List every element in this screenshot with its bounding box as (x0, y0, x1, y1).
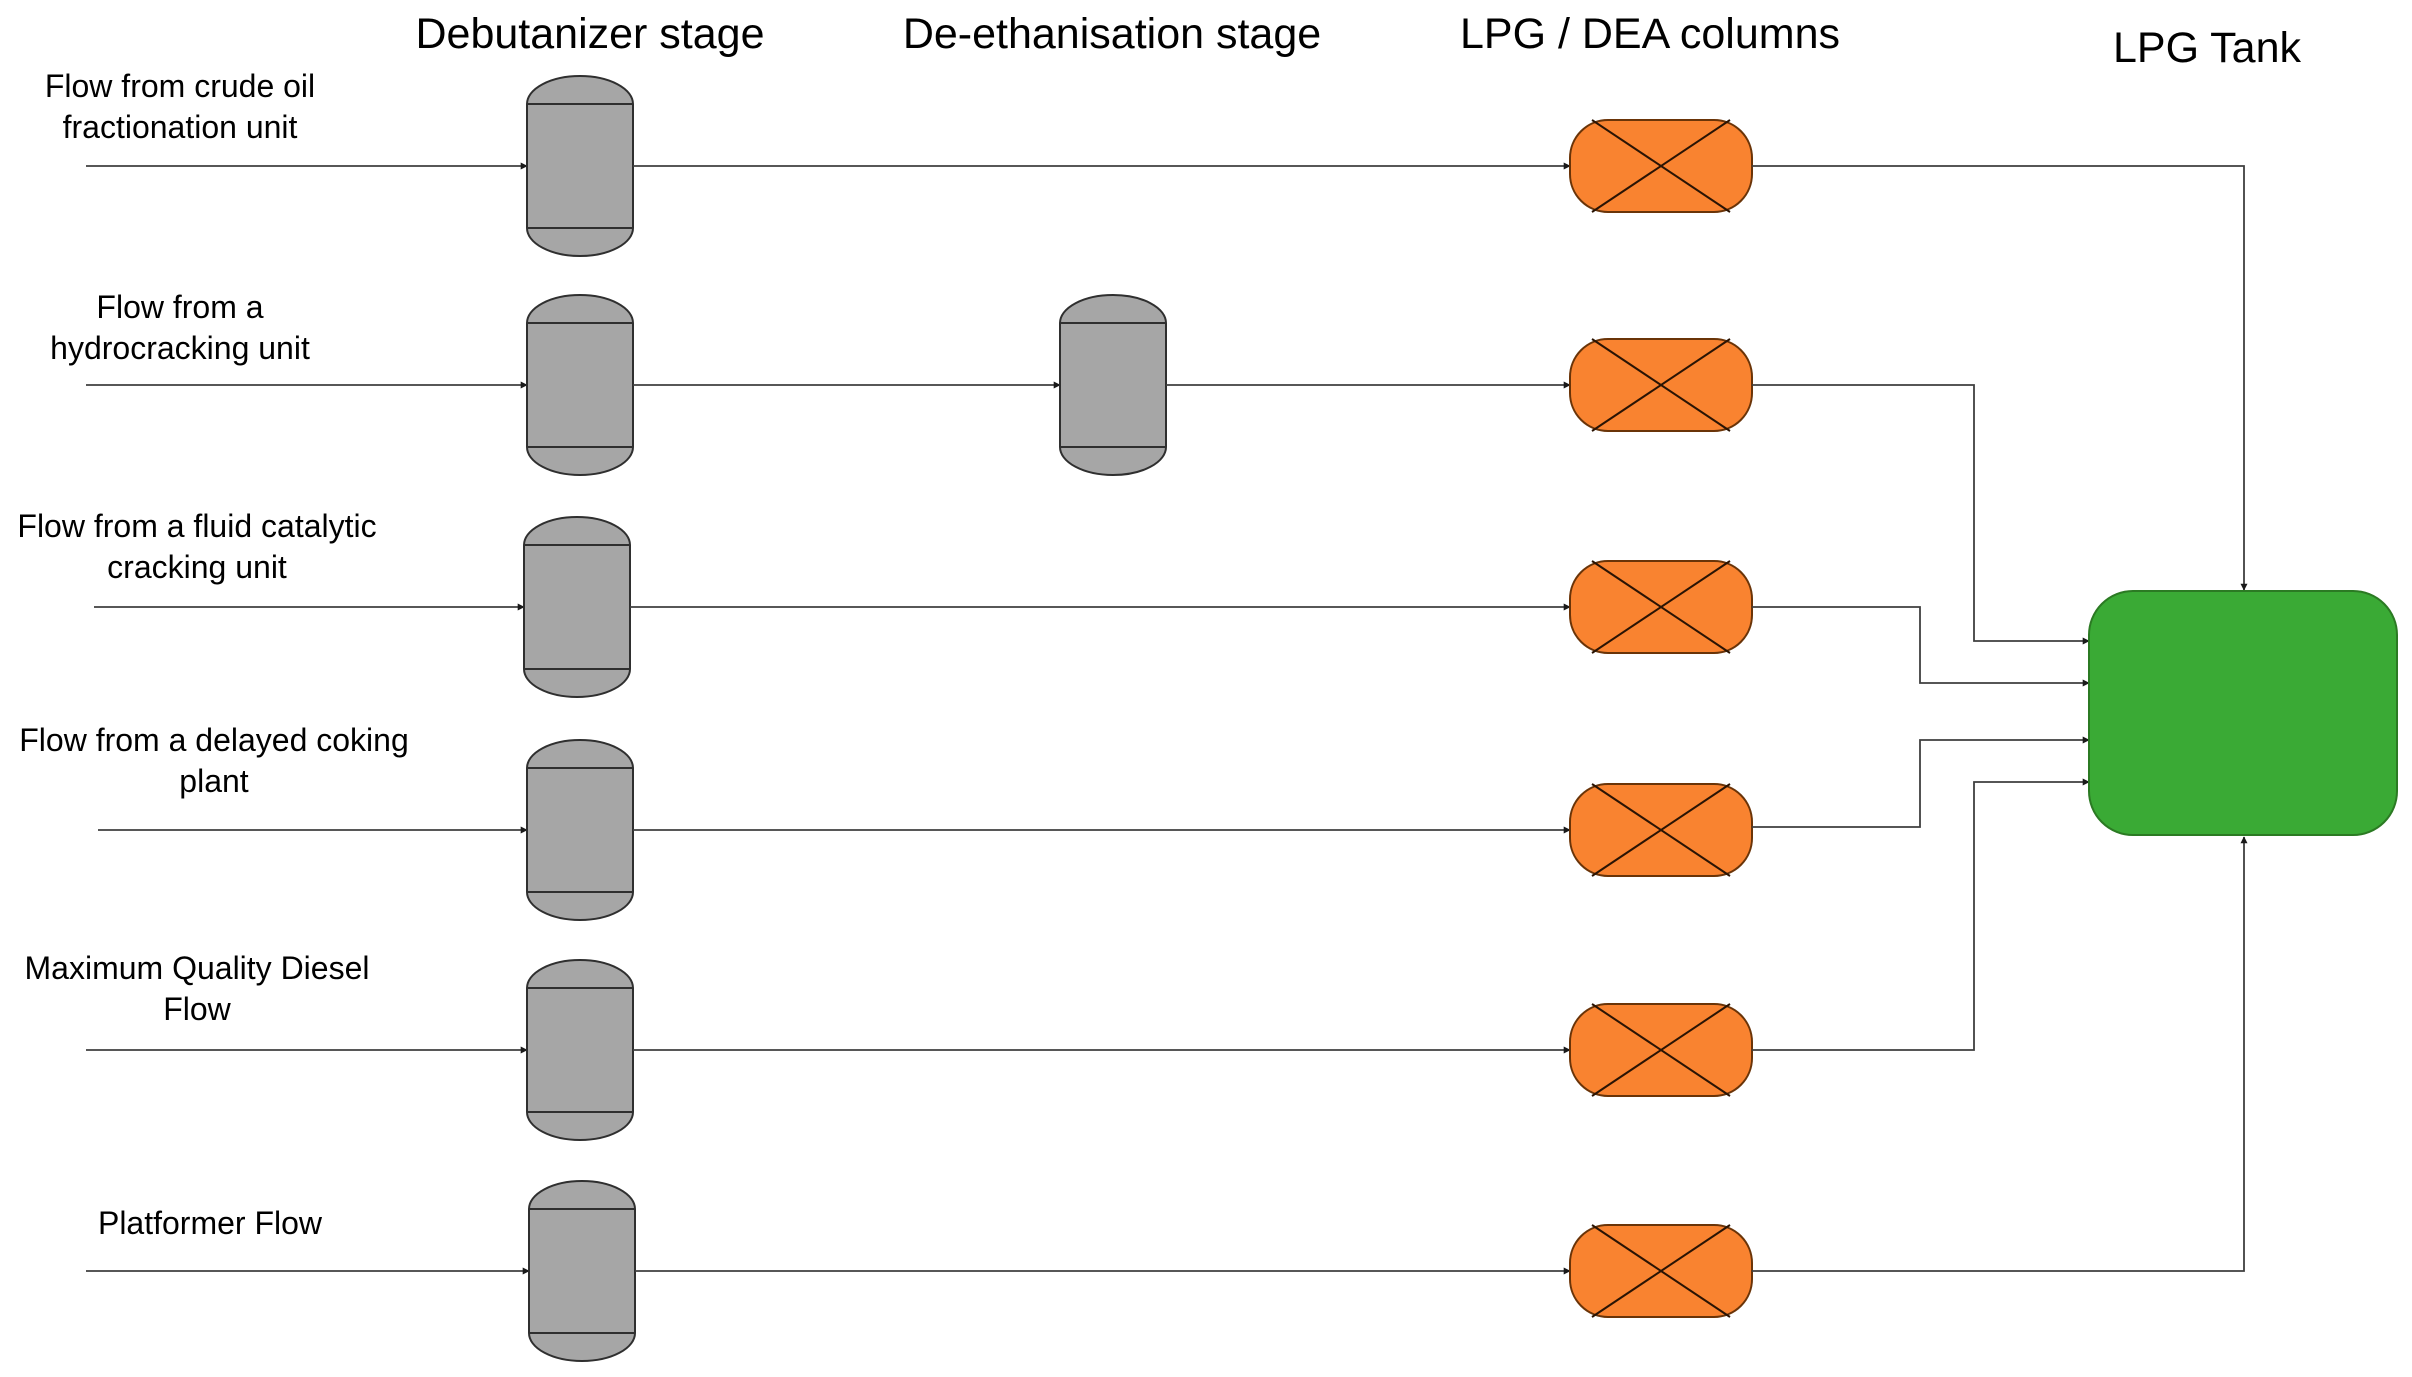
flow-row: Platformer Flow (86, 1180, 1753, 1362)
flow-source-label: Flow from a delayed coking (19, 722, 409, 758)
pipe-to-lpg-tank (1752, 778, 2090, 1051)
flow-row: Flow from a delayed coking plant (19, 722, 1753, 921)
debutanizer-vessel (526, 75, 634, 257)
lpg-tank (2088, 590, 2398, 836)
debutanizer-vessel (523, 516, 631, 698)
header-lpg-tank: LPG Tank (2113, 24, 2302, 72)
flow-source-label: cracking unit (107, 549, 287, 585)
pipe-to-lpg-tank (1752, 384, 2090, 645)
flow-source-label: Flow from a (96, 289, 263, 325)
flow-source-label: plant (179, 763, 249, 799)
flow-row: Flow from crude oil fractionation unit (45, 68, 1753, 257)
debutanizer-vessel (526, 294, 634, 476)
column-cross-line (1591, 560, 1731, 654)
flow-row: Flow from a fluid catalytic cracking unit (17, 508, 1753, 698)
flow-source-label: Flow (163, 991, 231, 1027)
flow-source-label: Flow from crude oil (45, 68, 315, 104)
flow-source-label: hydrocracking unit (50, 330, 310, 366)
flow-row: Flow from a hydrocracking unit (50, 289, 1753, 476)
column-cross-line (1591, 338, 1731, 432)
debutanizer-vessel (526, 739, 634, 921)
header-lpg-dea-columns: LPG / DEA columns (1460, 10, 1840, 58)
flow-source-label: Platformer Flow (98, 1205, 323, 1241)
pipe-to-lpg-tank (1752, 165, 2248, 591)
pipe-to-lpg-tank (1752, 736, 2090, 828)
column-cross-line (1591, 119, 1731, 213)
header-debutanizer-stage: Debutanizer stage (416, 10, 765, 58)
deethaniser-vessel (1059, 294, 1167, 476)
column-cross-line (1591, 1003, 1731, 1097)
column-cross-line (1591, 1224, 1731, 1318)
debutanizer-vessel (526, 959, 634, 1141)
column-cross-line (1591, 783, 1731, 877)
pipe-to-lpg-tank (1752, 836, 2248, 1272)
flow-source-label: fractionation unit (63, 109, 298, 145)
flow-source-label: Flow from a fluid catalytic (17, 508, 376, 544)
pipe-to-lpg-tank (1752, 606, 2090, 687)
flow-source-label: Maximum Quality Diesel (25, 950, 370, 986)
tank-feed-pipes (1752, 165, 2248, 1272)
debutanizer-vessel (528, 1180, 636, 1362)
header-deethanisation-stage: De-ethanisation stage (903, 10, 1321, 58)
